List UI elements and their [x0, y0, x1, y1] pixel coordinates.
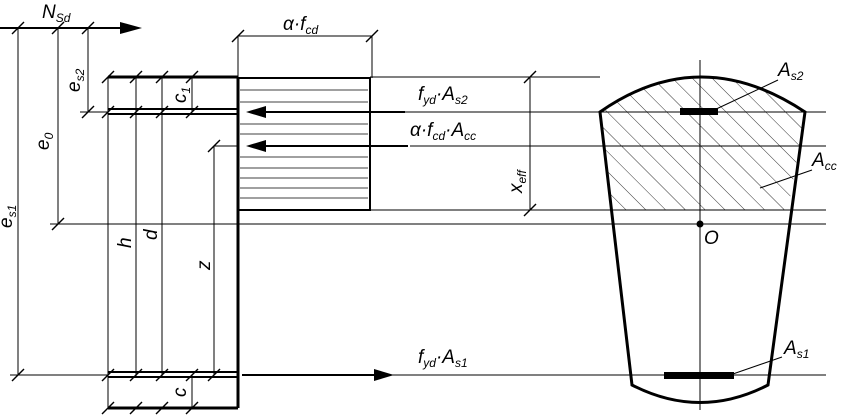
- centroid-point-o: [696, 220, 704, 228]
- afcd-acc-arrow-head: [246, 140, 266, 152]
- label-fyd-as2: fyd·As2: [418, 84, 468, 107]
- stress-block-lines: [240, 89, 368, 199]
- label-e0: e0: [33, 132, 56, 150]
- as1-leader: [729, 356, 783, 376]
- label-n-sd: NSd: [42, 2, 71, 25]
- fyd-as1-arrow-head: [374, 369, 394, 381]
- as2-leader: [711, 79, 779, 112]
- label-afcd-acc: α·fcd·Acc: [410, 120, 476, 143]
- label-as2: As2: [777, 60, 804, 83]
- dimension-ticks: [11, 21, 537, 415]
- label-d: d: [141, 228, 162, 240]
- label-alpha-fcd: α·fcd: [283, 14, 318, 37]
- label-c1: c1: [170, 87, 193, 103]
- label-h: h: [115, 237, 136, 248]
- label-c: c: [170, 387, 191, 397]
- label-as1: As1: [783, 338, 809, 361]
- top-rebar-lines: [108, 108, 238, 115]
- label-x-eff: xeff: [506, 168, 529, 194]
- label-e-s1: es1: [0, 205, 19, 228]
- label-o: O: [704, 228, 719, 249]
- bottom-rebar-as1: [664, 372, 734, 379]
- n-sd-arrow-head: [120, 22, 142, 34]
- acc-leader: [759, 169, 813, 189]
- label-z: z: [194, 260, 215, 271]
- label-e-s2: es2: [64, 68, 87, 92]
- compression-zone-hatch: [600, 77, 805, 210]
- label-fyd-as1: fyd·As1: [418, 347, 468, 370]
- label-acc: Acc: [811, 150, 837, 173]
- top-rebar-as2: [680, 108, 718, 115]
- fyd-as2-arrow-head: [246, 106, 266, 118]
- bottom-rebar-lines: [108, 371, 238, 378]
- stress-block: [237, 77, 371, 211]
